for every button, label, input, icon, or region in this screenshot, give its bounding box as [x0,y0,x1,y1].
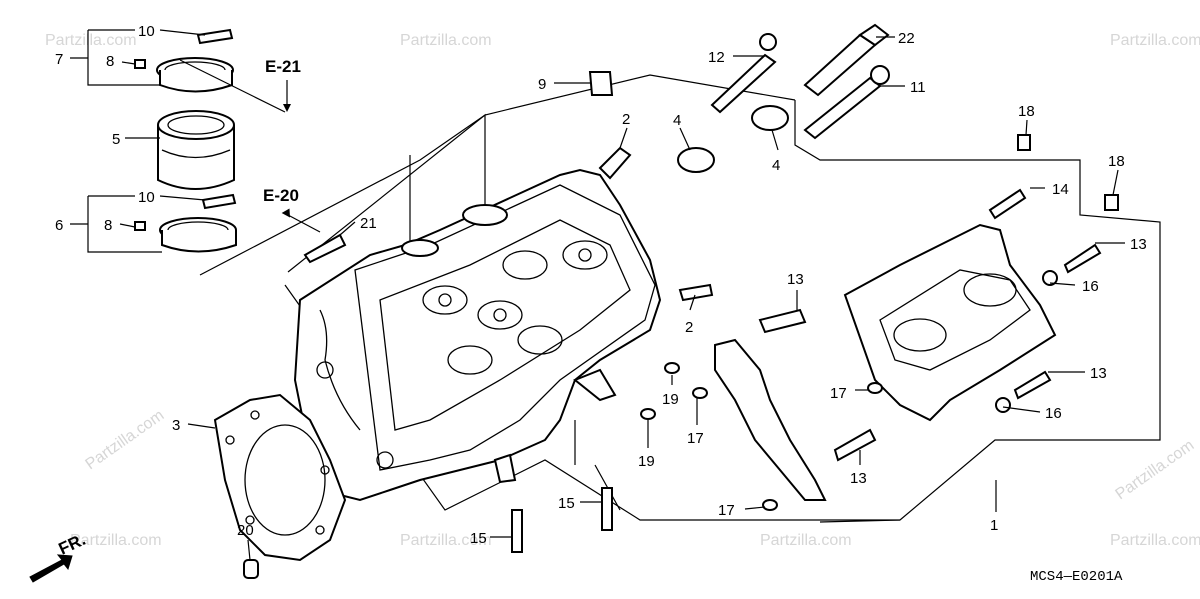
studs-and-fasteners [243,188,1102,579]
callout-10: 10 [138,189,155,206]
callout-16: 16 [1045,405,1062,422]
ref-label: E-20 [263,186,299,205]
callout-22: 22 [898,30,915,47]
cam-holder [640,308,883,511]
cylinder-head [293,168,662,502]
callout-19: 19 [662,391,679,408]
callout-13: 13 [1090,365,1107,382]
cam-cover [843,223,1058,422]
callout-1: 1 [990,517,998,534]
head-gasket [213,393,347,562]
diagram-code: MCS4—E0201A [1030,569,1123,585]
callout-17: 17 [687,430,704,447]
watermark: Partzilla.com [83,407,168,473]
callout-10: 10 [138,23,155,40]
callout-11: 11 [910,79,926,96]
watermark: Partzilla.com [1113,437,1198,503]
callout-15: 15 [470,530,487,547]
callout-21: 21 [360,215,377,232]
callout-13: 13 [1130,236,1147,253]
callout-9: 9 [538,76,546,93]
callout-2: 2 [685,319,693,336]
watermark: Partzilla.com [45,32,137,49]
reference-labels: E-21 E-20 [179,57,321,233]
callout-20: 20 [237,522,254,539]
callout-13: 13 [850,470,867,487]
callout-19: 19 [638,453,655,470]
callout-12: 12 [708,49,725,66]
spark-plug-and-bolts [588,23,1119,302]
watermark: Partzilla.com [400,32,492,49]
callout-7: 7 [55,51,63,68]
leader-lines [70,29,1125,561]
callout-5: 5 [112,131,120,148]
callout-17: 17 [718,502,735,519]
watermark: Partzilla.com [1110,532,1200,549]
intake-insulator [134,28,237,253]
callout-13: 13 [787,271,804,288]
callout-4: 4 [772,157,780,174]
callout-2: 2 [622,111,630,128]
watermark: Partzilla.com [760,532,852,549]
callout-17: 17 [830,385,847,402]
callout-14: 14 [1052,181,1069,198]
callout-4: 4 [673,112,681,129]
callout-8: 8 [104,217,112,234]
callout-16: 16 [1082,278,1099,295]
watermark: Partzilla.com [1110,32,1200,49]
callouts: 10 7 8 5 10 6 8 21 9 12 22 11 2 4 4 18 1… [55,23,1147,547]
callout-6: 6 [55,217,63,234]
callout-3: 3 [172,417,180,434]
callout-18: 18 [1108,153,1125,170]
watermark: Partzilla.com [70,532,162,549]
callout-15: 15 [558,495,575,512]
ref-label: E-21 [265,57,301,76]
watermark: Partzilla.com [400,532,492,549]
callout-8: 8 [106,53,114,70]
callout-18: 18 [1018,103,1035,120]
front-direction-arrow: FR. [29,530,89,583]
